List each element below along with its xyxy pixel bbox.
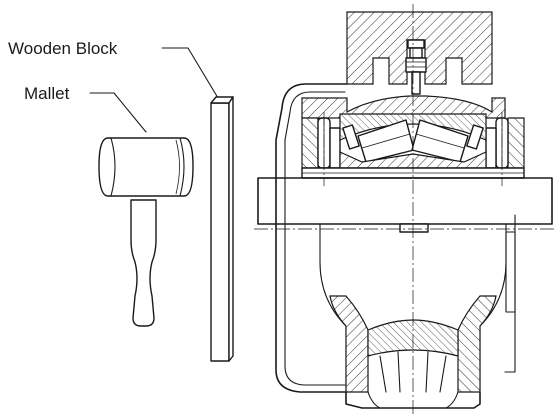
pedestal-base xyxy=(345,392,481,409)
mallet-handle xyxy=(130,199,157,327)
bearing-assembly xyxy=(254,4,554,415)
wooden-block-leader xyxy=(161,47,219,99)
cage-left xyxy=(342,124,360,150)
cage-right xyxy=(466,124,484,150)
mallet-leader xyxy=(89,92,147,133)
lower-housing-wing-right xyxy=(457,295,497,393)
mallet-head xyxy=(98,137,194,197)
wooden-block-front xyxy=(210,102,230,362)
upper-housing-ring xyxy=(301,95,506,119)
keyway xyxy=(399,223,429,233)
grease-fitting xyxy=(405,39,427,95)
mallet-face-right-bevel xyxy=(175,139,180,195)
right-seal xyxy=(485,117,509,169)
left-seal xyxy=(317,117,341,169)
mallet-face-right xyxy=(179,137,185,197)
wooden-block-side xyxy=(228,96,234,362)
shaft xyxy=(257,177,553,225)
mallet-label: Mallet xyxy=(24,84,70,103)
right-seal-carrier xyxy=(507,117,525,169)
lower-housing-wing-left xyxy=(329,295,369,393)
housing-outline xyxy=(275,83,347,393)
housing-right-pocket xyxy=(505,231,516,313)
pedestal-base-inner xyxy=(367,391,459,409)
wooden-block xyxy=(210,96,234,362)
housing-inner-outline xyxy=(284,91,346,386)
left-seal-carrier xyxy=(301,117,319,169)
mallet xyxy=(98,137,194,327)
wooden-block-label: Wooden Block xyxy=(8,39,118,58)
mallet-face-left xyxy=(110,137,116,197)
top-cap xyxy=(346,11,493,85)
pedestal-foot-right xyxy=(425,351,447,393)
pedestal-foot-left xyxy=(379,351,401,393)
